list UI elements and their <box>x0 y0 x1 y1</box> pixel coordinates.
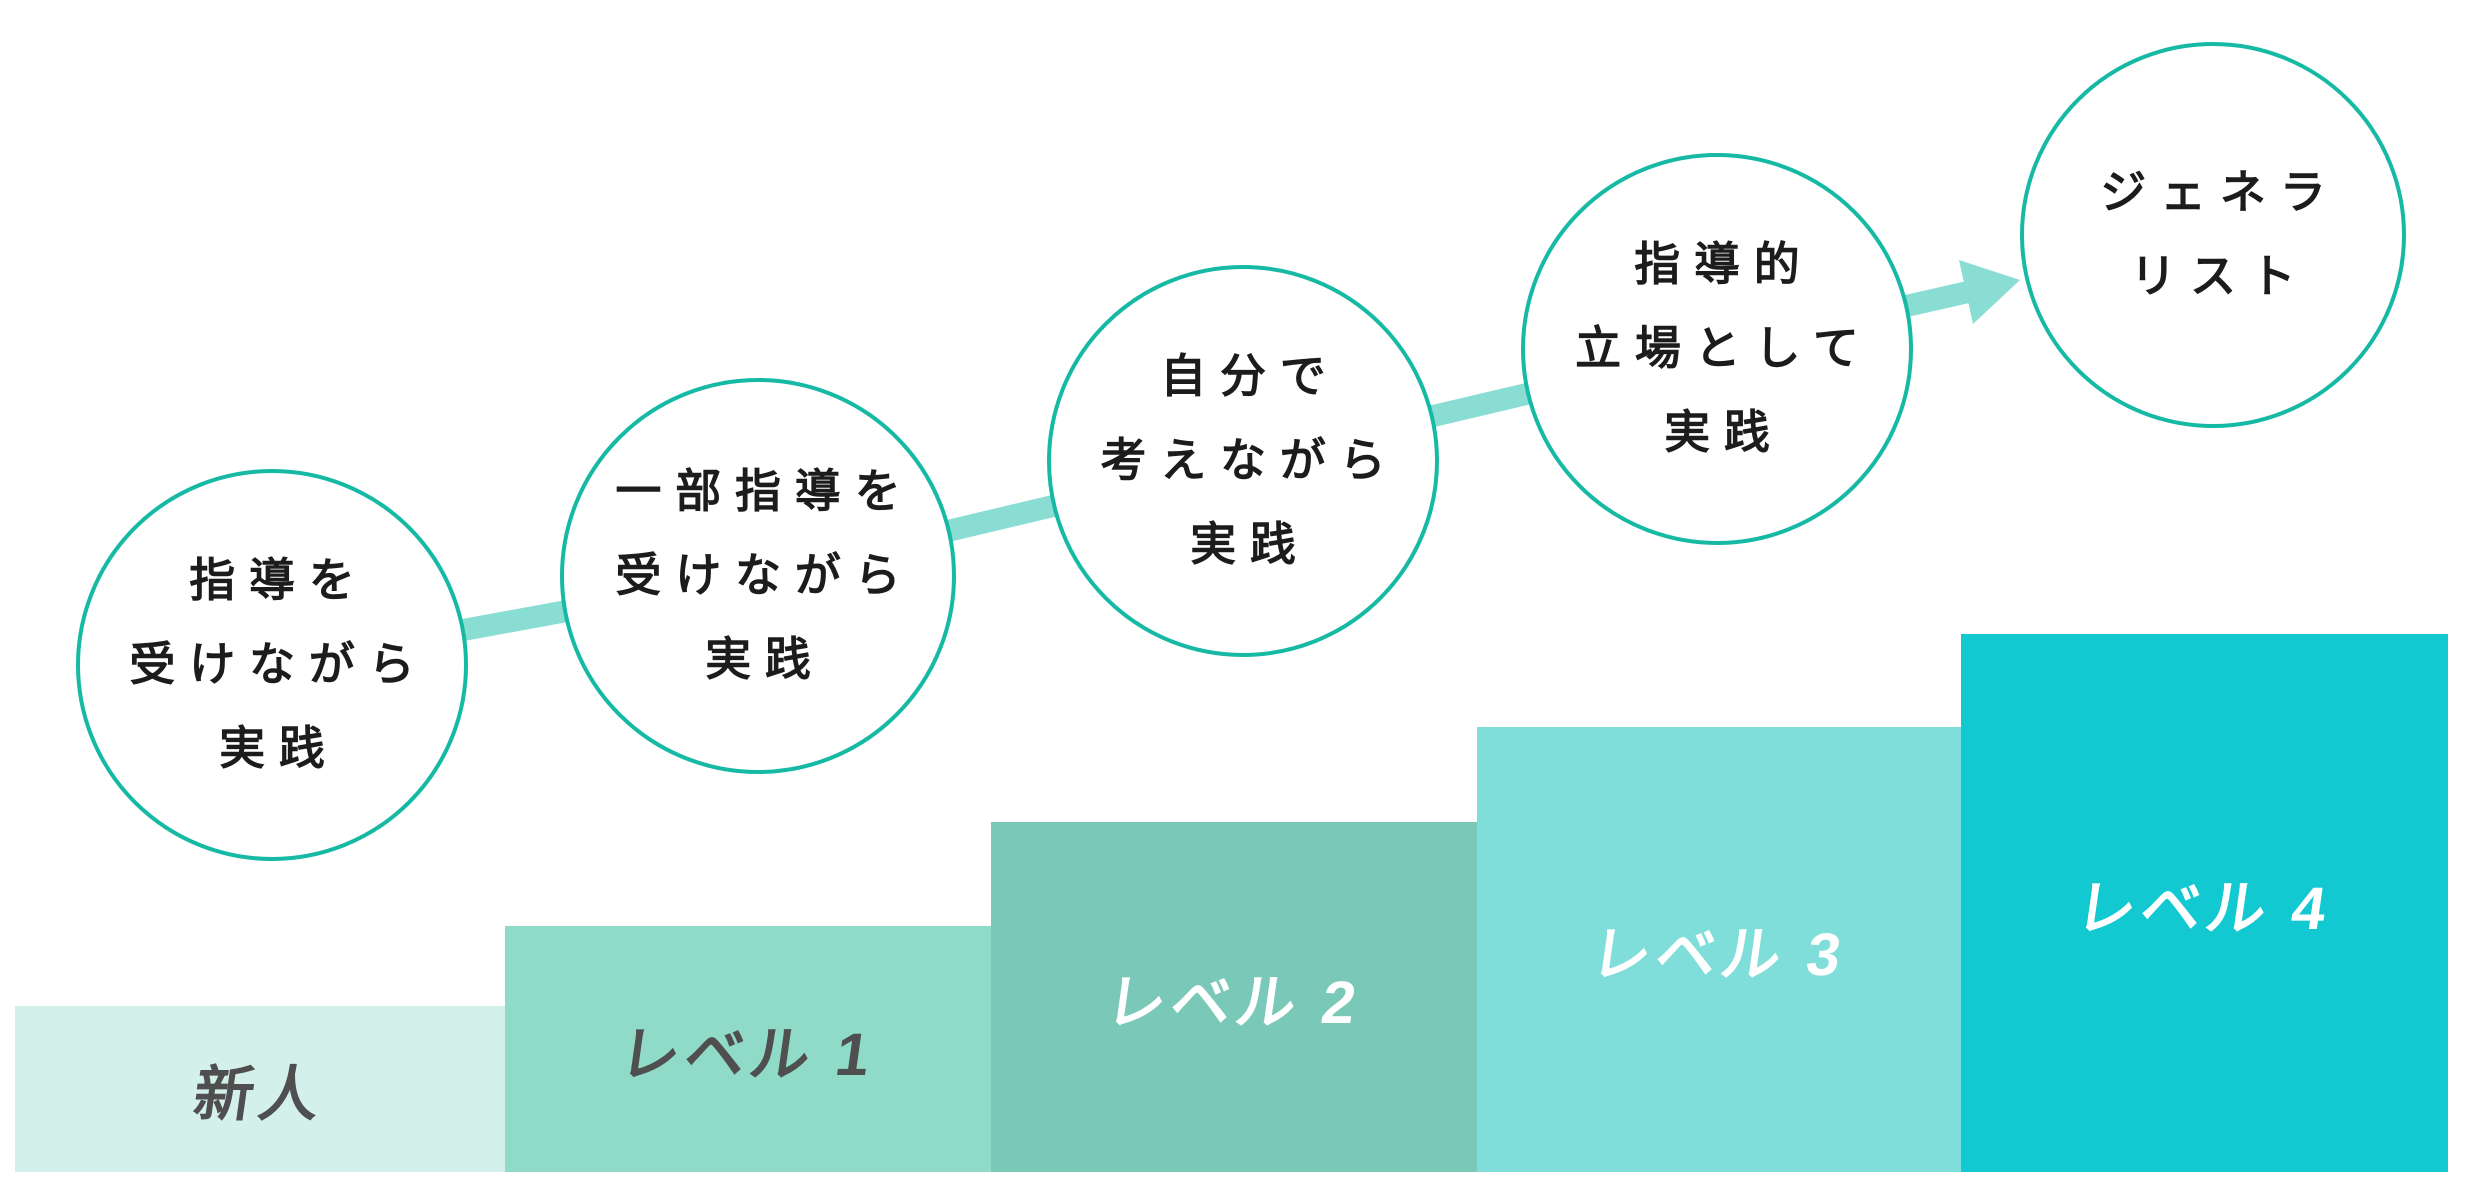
circle-text-line: ジェネラ <box>2100 166 2340 219</box>
circle-text-line: 指導を <box>189 554 369 607</box>
circle-text-line: 実践 <box>219 721 339 774</box>
step-level-1: レベル 1 <box>505 926 991 1172</box>
circle-text-line: 実践 <box>1664 405 1784 458</box>
step-level-3: レベル 3 <box>1477 727 1961 1172</box>
milestone-circle-level-2: 自分で 考えながら 実践 <box>1047 265 1439 657</box>
milestone-circle-level-1: 一部指導を 受けながら 実践 <box>560 378 956 774</box>
step-newcomer: 新人 <box>15 1006 505 1172</box>
circle-text-line: 考えながら <box>1100 434 1400 487</box>
circle-text-line: リスト <box>2130 250 2310 302</box>
circle-text-line: 一部指導を <box>615 465 915 518</box>
circle-text-line: 自分で <box>1160 350 1340 403</box>
milestone-circle-newcomer: 指導を 受けながら 実践 <box>76 469 468 861</box>
circle-text-line: 実践 <box>705 632 825 685</box>
circle-text-line: 立場として <box>1575 322 1873 375</box>
milestone-circle-generalist: ジェネラ リスト <box>2020 42 2406 428</box>
step-level-2: レベル 2 <box>991 822 1477 1172</box>
milestone-circle-level-3: 指導的 立場として 実践 <box>1521 153 1913 545</box>
circle-text-line: 受けながら <box>129 638 429 691</box>
step-level-4: レベル 4 <box>1961 634 2448 1172</box>
circle-text-line: 受けながら <box>615 549 915 602</box>
growth-arrow-head-icon <box>1959 260 2020 324</box>
circle-text-line: 指導的 <box>1634 238 1814 291</box>
circle-text-line: 実践 <box>1190 517 1310 570</box>
